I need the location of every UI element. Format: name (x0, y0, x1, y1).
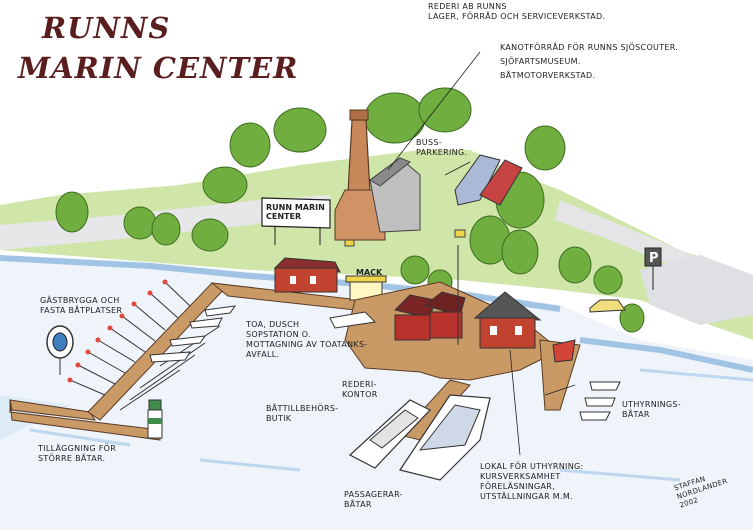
flag (454, 229, 466, 238)
label-batmotorverkstad: BÅTMOTORVERKSTAD. (500, 71, 596, 80)
passenger-boats (348, 394, 491, 481)
tree (593, 265, 623, 295)
label-brittilbehorsbutik: BÅTTILLBEHÖRS- BUTIK (266, 404, 339, 423)
moored-boat (552, 339, 576, 363)
label-gastbrygga: GÄSTBRYGGA OCH FASTA BÅTPLATSER (40, 296, 123, 315)
tree (123, 206, 157, 240)
bus (479, 159, 523, 206)
tree (524, 125, 566, 171)
car (589, 299, 626, 313)
label-lokal: LOKAL FÖR UTHYRNING: KURSVERKSAMHET FÖRE… (480, 462, 584, 501)
tree (558, 246, 592, 284)
label-tillaggning: TILLÄGGNING FÖR STÖRRE BÅTAR. (38, 444, 117, 463)
pier-deck (9, 399, 96, 421)
label-rederikontor: REDERI- KONTOR (342, 380, 378, 399)
label-rederi: REDERI AB RUNNS LAGER, FÖRRÅD och SERVIC… (428, 2, 606, 21)
tree (364, 92, 426, 144)
label-toa: TOA, DUSCH SOPSTATION o. MOTTAGNING AV T… (246, 320, 368, 359)
tree (501, 229, 539, 275)
centre-sign-board (261, 197, 331, 229)
tree (273, 107, 327, 153)
grass-area (0, 150, 753, 340)
moored-boat (329, 311, 377, 329)
guest-pier (9, 282, 361, 441)
boat-cabin (418, 404, 481, 451)
anchor-icon (52, 332, 68, 352)
tree (418, 87, 472, 133)
label-passagerarbatar: PASSAGERAR- BÅTAR (344, 490, 403, 509)
harbour-office-buildings (394, 291, 542, 349)
flag (344, 239, 355, 247)
lighthouse-band (148, 418, 162, 424)
chimney-top (349, 109, 369, 121)
lighthouse-lamp (148, 399, 162, 411)
parking-lot (640, 255, 753, 325)
small-boats (149, 305, 237, 363)
tree (151, 212, 181, 246)
trees (55, 87, 645, 333)
service-building (273, 257, 341, 293)
rental-boats (579, 381, 621, 421)
tree (202, 166, 248, 204)
label-bussparkering: BUSS- PARKERING. (416, 138, 468, 157)
tree (191, 218, 229, 252)
bus (454, 154, 501, 206)
chimney-building (334, 109, 421, 241)
map-title: MARIN CENTER (18, 51, 299, 85)
water-edge-east (579, 337, 753, 373)
ripples (29, 368, 753, 482)
map-title: RUNNS (42, 11, 171, 45)
boat-cabin (369, 409, 419, 449)
label-kanotforrad: KANOTFÖRRÅD FÖR RUNNS SJÖSCOUTER. (500, 43, 679, 52)
tree (55, 191, 89, 233)
lighthouse (147, 399, 163, 439)
bus-parking (454, 154, 523, 206)
museum-roof (369, 157, 411, 187)
buoys (67, 279, 168, 383)
leader-lines (387, 51, 576, 456)
label-sjofartsmuseum: SJÖFARTSMUSEUM. (500, 57, 581, 66)
tree (229, 122, 271, 168)
kiosk-sign-text: MACK (356, 268, 383, 277)
label-uthyrningsbatar: UTHYRNINGS- BÅTAR (622, 400, 681, 419)
tree (400, 255, 430, 285)
tree (619, 303, 645, 333)
centre-sign-text: RUNN MARIN CENTER (266, 203, 325, 221)
parking-p-icon: P (649, 251, 659, 266)
